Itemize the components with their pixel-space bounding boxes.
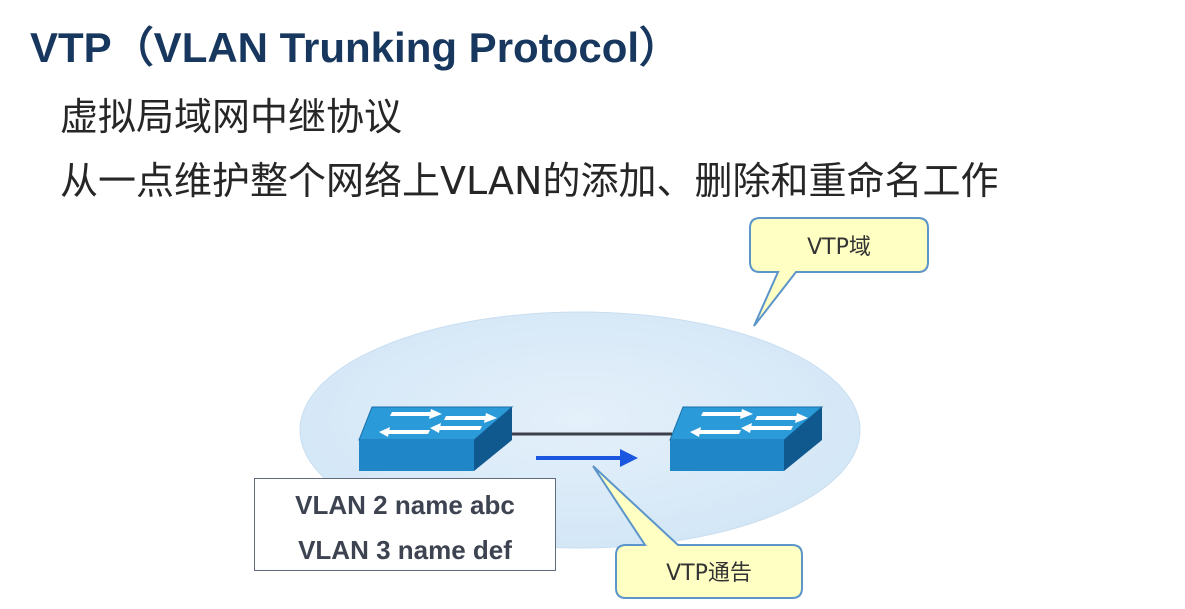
switch-right-arrows-icon (690, 409, 808, 437)
slide-title: VTP（VLAN Trunking Protocol） (30, 24, 682, 71)
vlan-entry: VLAN 2 name abc (295, 490, 515, 520)
switch-left-front (359, 440, 474, 471)
advertisement-arrow (536, 449, 638, 467)
vtp-domain-callout: VTP域 (749, 217, 929, 327)
subtitle-line-1: 虚拟局域网中继协议 (60, 95, 403, 139)
vtp-advertisement-callout: VTP通告 (592, 465, 803, 599)
subtitle-line-2: 从一点维护整个网络上VLAN的添加、删除和重命名工作 (60, 159, 999, 203)
vtp-domain-label: VTP域 (807, 235, 871, 260)
switch-right (669, 406, 824, 471)
switch-left-side (474, 407, 512, 471)
vtp-advertisement-label: VTP通告 (666, 561, 752, 586)
switch-left (358, 406, 514, 471)
vlan-info-box: VLAN 2 name abc VLAN 3 name def (254, 478, 556, 571)
switch-right-side (784, 407, 822, 471)
vlan-entry: VLAN 3 name def (298, 535, 512, 565)
switch-right-front (670, 440, 784, 471)
switch-left-arrows-icon (379, 409, 497, 437)
